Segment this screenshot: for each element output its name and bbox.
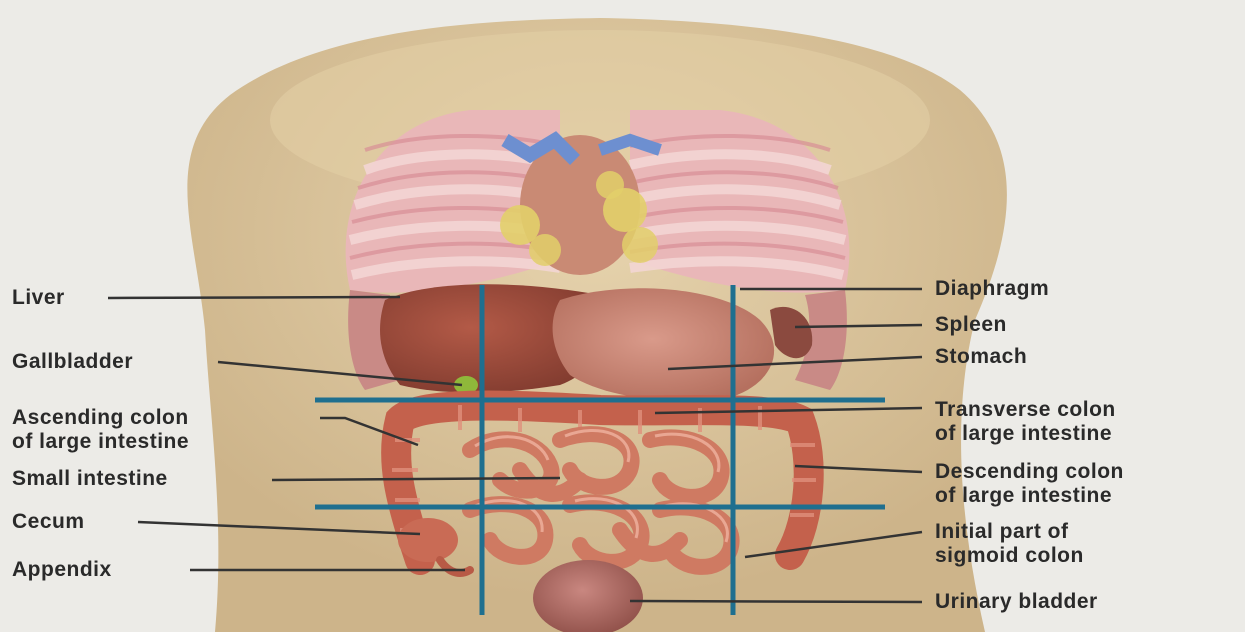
leader-liver [108,297,400,298]
label-appendix: Appendix [12,558,112,582]
label-descending-colon: Descending colon of large intestine [935,460,1124,508]
label-urinary-bladder: Urinary bladder [935,590,1098,614]
label-cecum: Cecum [12,510,85,534]
leader-urinary-bladder [630,601,922,602]
label-ascending-colon: Ascending colon of large intestine [12,406,189,454]
label-diaphragm: Diaphragm [935,277,1049,301]
cecum-organ [398,518,458,562]
label-liver: Liver [12,286,65,310]
label-stomach: Stomach [935,345,1027,369]
label-gallbladder: Gallbladder [12,350,133,374]
label-transverse-colon: Transverse colon of large intestine [935,398,1116,446]
label-small-intestine: Small intestine [12,467,168,491]
label-sigmoid-colon: Initial part of sigmoid colon [935,520,1084,568]
label-spleen: Spleen [935,313,1007,337]
